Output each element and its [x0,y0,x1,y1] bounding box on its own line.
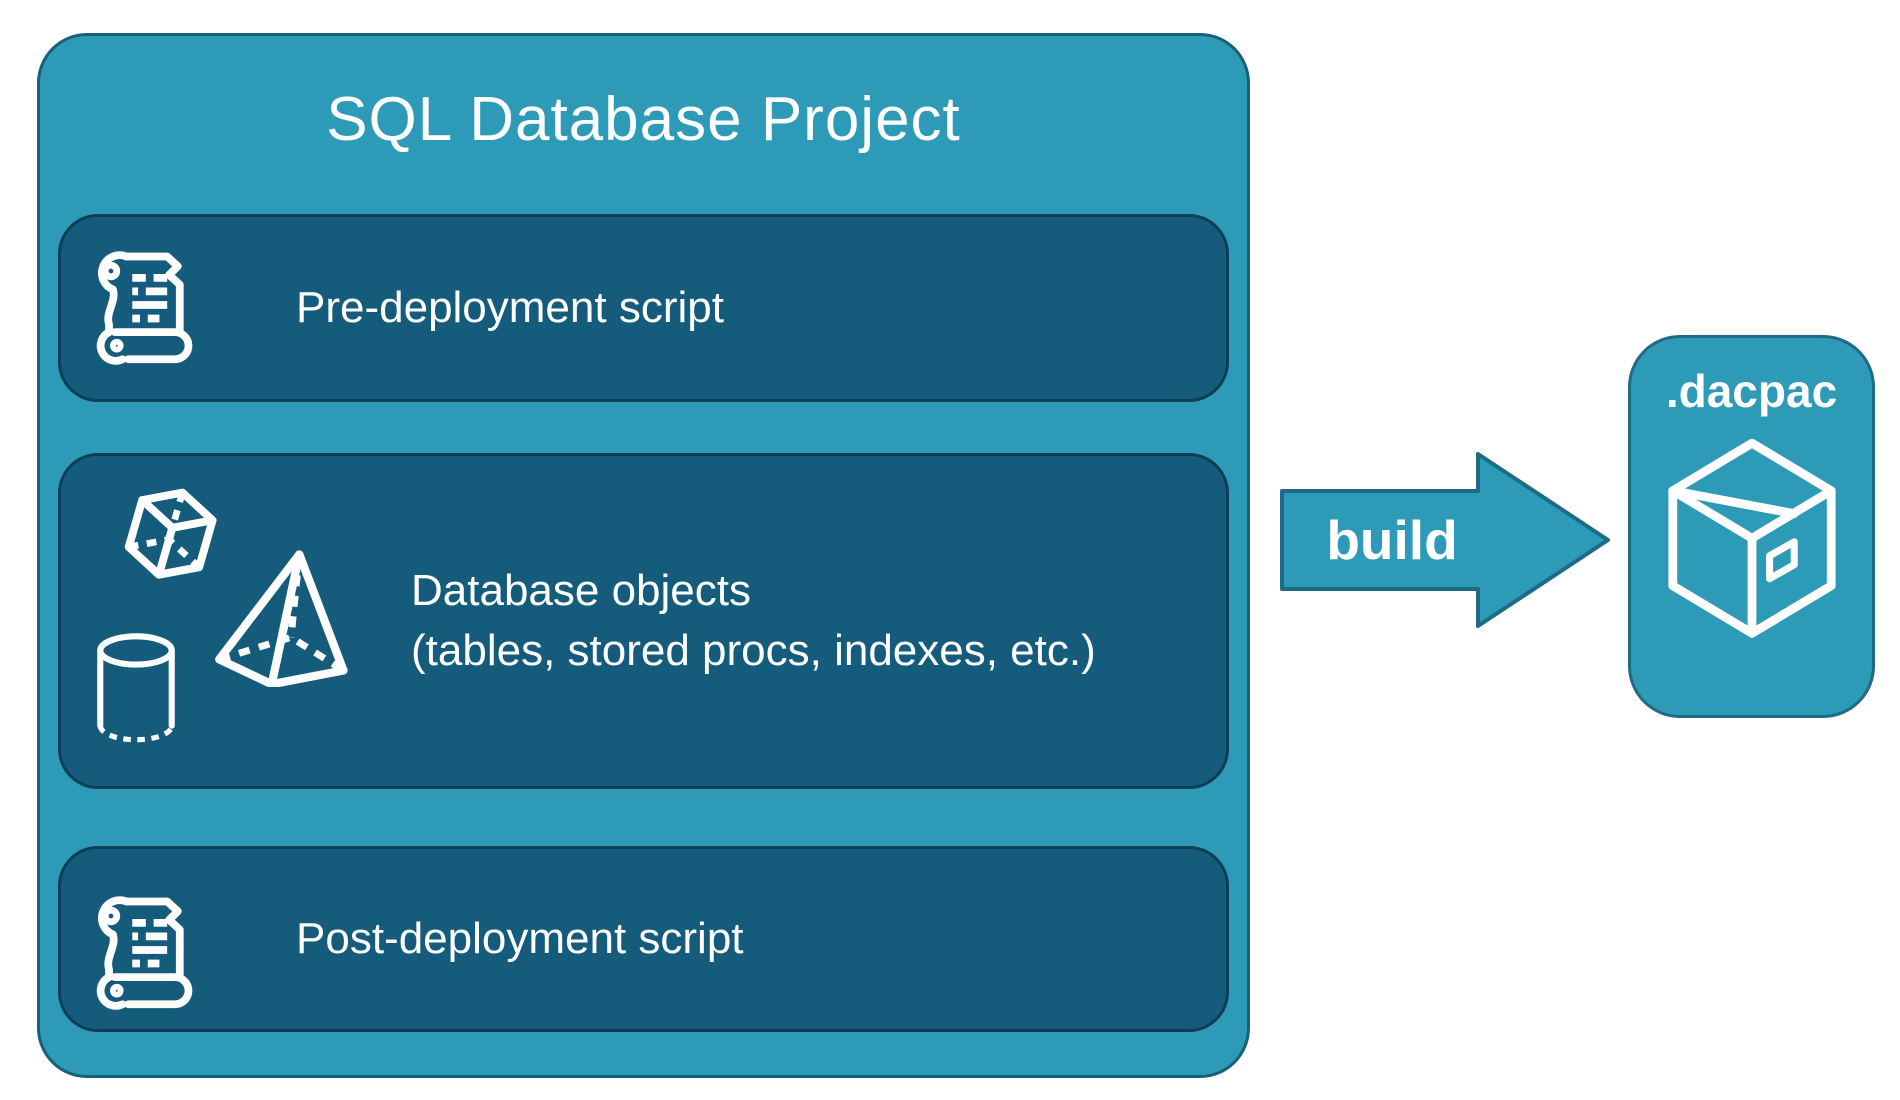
scroll-icon [96,896,193,1010]
build-arrow-label: build [1326,509,1458,571]
build-arrow: build [1280,452,1612,628]
database-objects-label-line2: (tables, stored procs, indexes, etc.) [411,626,1096,675]
database-objects-label-line1: Database objects [411,566,751,615]
pre-deployment-label: Pre-deployment script [296,283,724,332]
database-objects-box: Database objects (tables, stored procs, … [58,453,1229,789]
pyramid-icon [215,550,348,687]
package-icon [1667,438,1836,638]
cube-icon [124,488,217,579]
sql-database-project-box: SQL Database Project Pre-deployment scri… [37,33,1250,1078]
dacpac-label: .dacpac [1665,365,1838,417]
post-deployment-label: Post-deployment script [296,914,744,963]
pre-deployment-script-box: Pre-deployment script [58,214,1229,402]
scroll-icon [96,251,193,365]
post-deployment-script-box: Post-deployment script [58,846,1229,1032]
cylinder-icon [97,633,175,743]
database-objects-label: Database objects (tables, stored procs, … [411,561,1096,681]
build-arrow-shape [1280,452,1610,628]
dacpac-box: .dacpac [1628,335,1875,718]
project-title: SQL Database Project [326,85,961,154]
